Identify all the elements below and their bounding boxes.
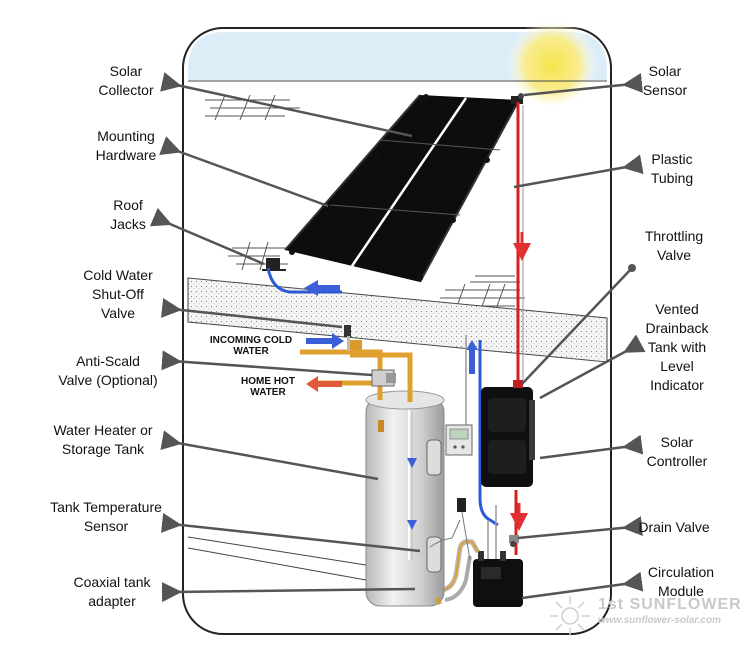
incoming-cold-arrow [306,333,344,349]
circulation-module [473,551,523,607]
sky [188,32,607,80]
sunflower-logo: 1st SUNFLOWER www.sunflower-solar.com [598,596,742,628]
logo-url: www.sunflower-solar.com [598,615,721,626]
drainback-tank [481,380,535,487]
solar-sensor [511,93,524,104]
solar-controller [445,424,473,512]
logo-name: 1st SUNFLOWER [598,596,742,613]
cold-tubing [266,267,342,294]
sunflower-logo-mark [550,596,590,636]
drain-valve [509,535,519,547]
home-hot-arrow [306,376,342,392]
leader-lines [149,72,646,603]
sun [506,14,598,106]
anti-scald-valve [371,369,396,387]
roof-jack [262,258,286,271]
drain-valve-label: Drain Valve [638,519,710,535]
shutoff-valve [344,325,362,351]
water-heater-tank [365,390,445,607]
